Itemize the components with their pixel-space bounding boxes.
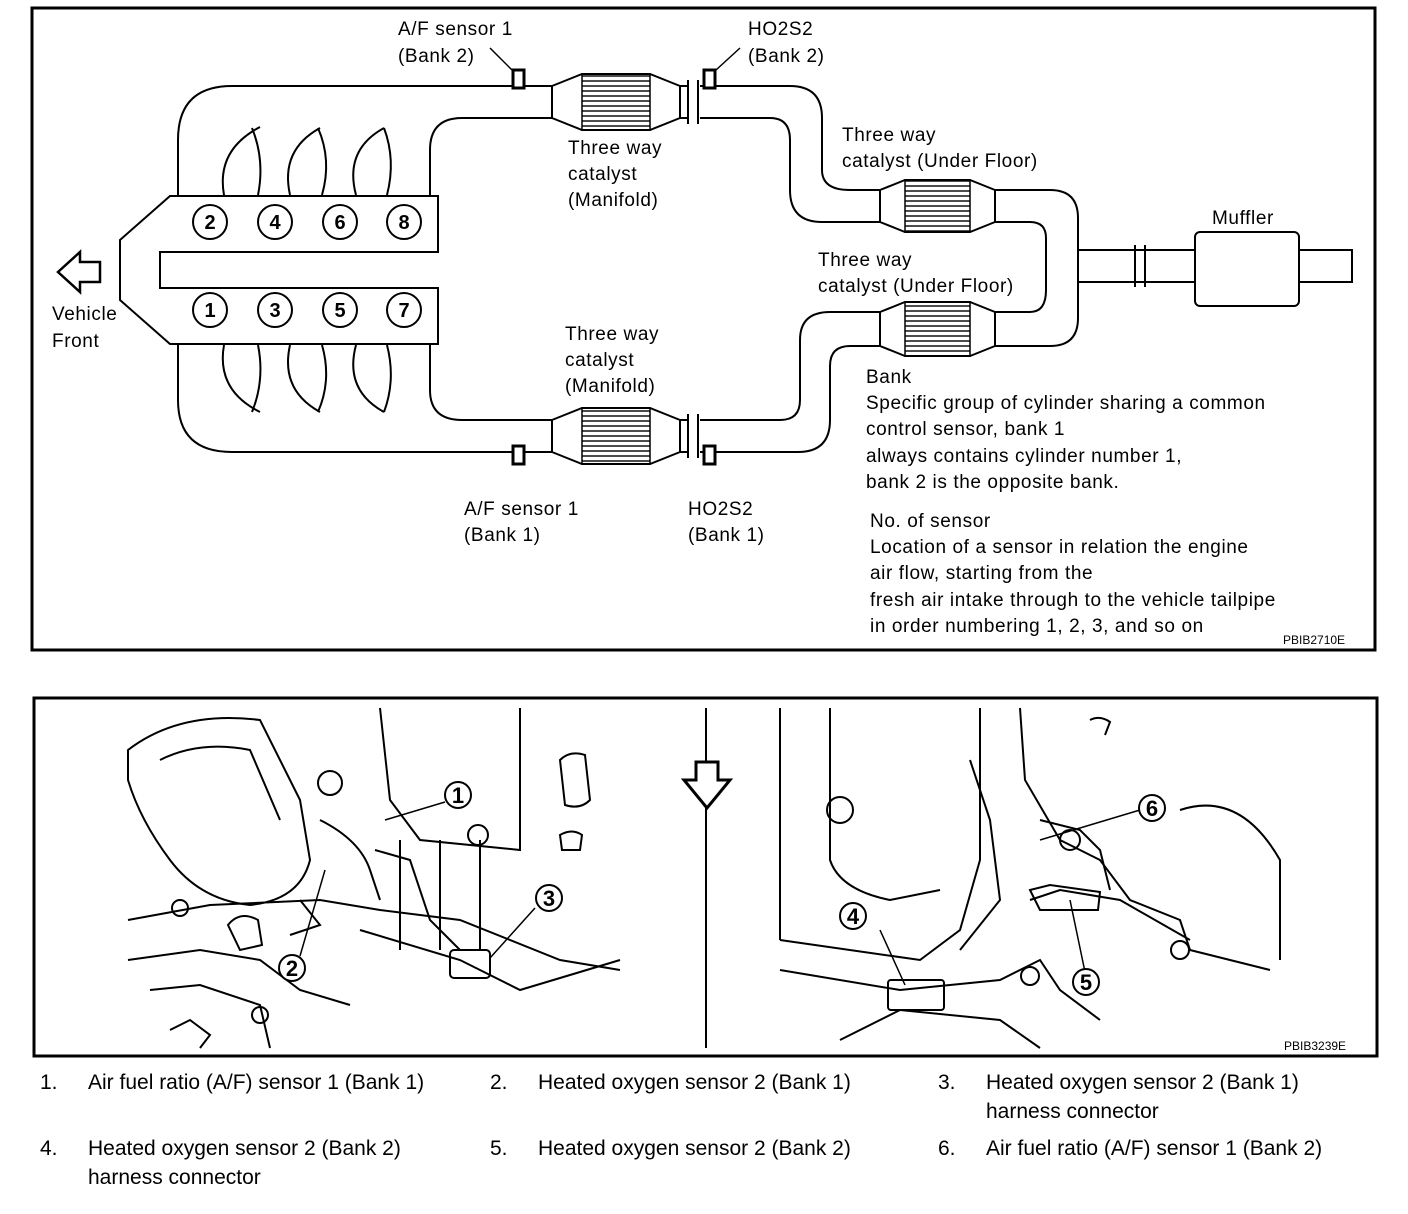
ho2s2-bank1-marker: [702, 444, 717, 466]
callout-1: 1: [444, 781, 472, 809]
cylinder-circle: [322, 292, 358, 328]
legend-number: 1.: [40, 1071, 58, 1094]
callout-3: 3: [535, 884, 563, 912]
bank-note-line: control sensor, bank 1: [866, 419, 1065, 440]
cylinder-circle: [192, 292, 228, 328]
cylinder-number: 2: [204, 212, 215, 234]
twc-manifold-bottom-label-2: catalyst: [565, 350, 634, 371]
left-panel-sketch: [127, 707, 621, 1049]
af-sensor-bank2-label: A/F sensor 1: [398, 19, 513, 40]
ho2s2-bank2-label-2: (Bank 2): [748, 46, 825, 67]
af-sensor-bank2-marker: [511, 68, 526, 90]
callout-6: 6: [1138, 794, 1166, 822]
callout-label: 5: [1080, 970, 1092, 995]
legend-number: 3.: [938, 1071, 956, 1094]
legend-text: Air fuel ratio (A/F) sensor 1 (Bank 2): [986, 1137, 1323, 1160]
vehicle-front-arrow: [56, 249, 102, 295]
bank1-outer-pipe: [177, 345, 688, 453]
cylinder-circle: [386, 292, 422, 328]
vehicle-front-down-arrow: [680, 760, 734, 811]
cylinder-number: 7: [398, 300, 409, 322]
muffler-box: [1194, 231, 1300, 307]
cylinder-circle: [257, 204, 293, 240]
sensor-note-line: in order numbering 1, 2, 3, and so on: [870, 616, 1204, 637]
catalyst-manifold-bank2: [551, 73, 681, 131]
sensor-location-illustration: 1 2 3 4 5 6 PBIB3239E: [32, 696, 1379, 1058]
af-sensor-bank1-marker: [511, 444, 526, 466]
twc-manifold-bottom-label-1: Three way: [565, 324, 659, 345]
twc-manifold-top-label-1: Three way: [568, 138, 662, 159]
callout-label: 1: [452, 783, 464, 808]
catalyst-underfloor-top: [879, 179, 996, 233]
right-panel-sketch: [779, 707, 1281, 1049]
twc-underfloor-bottom-label-1: Three way: [818, 250, 912, 271]
legend-number: 4.: [40, 1137, 58, 1160]
exhaust-layout-diagram: 2 4 6 8 1 3 5 7 A/F sensor 1 (Bank 2) HO2S2 (B…: [30, 6, 1377, 652]
twc-underfloor-top-label-2: catalyst (Under Floor): [842, 151, 1038, 172]
callout-4: 4: [839, 902, 867, 930]
bank-note-title: Bank: [866, 367, 912, 388]
bank-note-line: bank 2 is the opposite bank.: [866, 472, 1119, 493]
ho2s2-bank2-marker: [702, 68, 717, 90]
vehicle-front-label-2: Front: [52, 331, 99, 352]
sensor-note-line: Location of a sensor in relation the eng…: [870, 537, 1249, 558]
cylinders-bank1: 1 3 5 7: [192, 292, 422, 328]
cylinder-number: 5: [334, 300, 345, 322]
twc-manifold-top-label-2: catalyst: [568, 164, 637, 185]
twc-underfloor-top-label-1: Three way: [842, 125, 936, 146]
ho2s2-bank2-label: HO2S2: [748, 19, 813, 40]
cylinder-circle: [192, 204, 228, 240]
twc-manifold-bottom-label-3: (Manifold): [565, 376, 655, 397]
cylinder-number: 1: [204, 300, 215, 322]
af-sensor-bank1-label: A/F sensor 1: [464, 499, 579, 520]
twc-underfloor-bottom-label-2: catalyst (Under Floor): [818, 276, 1014, 297]
callout-2: 2: [278, 954, 306, 982]
ho2s2-bank1-label-2: (Bank 1): [688, 525, 765, 546]
vehicle-front-label-1: Vehicle: [52, 304, 117, 325]
bank-note-line: Specific group of cylinder sharing a com…: [866, 393, 1266, 414]
legend-text: Air fuel ratio (A/F) sensor 1 (Bank 1): [88, 1071, 425, 1094]
cylinder-number: 4: [269, 212, 281, 234]
catalyst-manifold-bank1: [551, 407, 681, 465]
legend-number: 6.: [938, 1137, 956, 1160]
legend-text: Heated oxygen sensor 2 (Bank 2): [538, 1137, 851, 1160]
cylinder-number: 6: [334, 212, 345, 234]
twc-manifold-top-label-3: (Manifold): [568, 190, 658, 211]
legend-number: 5.: [490, 1137, 508, 1160]
cylinder-circle: [257, 292, 293, 328]
callout-label: 4: [847, 904, 860, 929]
af-sensor-bank2-label-2: (Bank 2): [398, 46, 475, 67]
callout-label: 6: [1146, 796, 1158, 821]
cylinder-circle: [386, 204, 422, 240]
figure-code-bottom: PBIB3239E: [1284, 1039, 1346, 1053]
af-sensor-bank1-label-2: (Bank 1): [464, 525, 541, 546]
cylinder-number: 3: [269, 300, 280, 322]
catalyst-underfloor-bottom: [879, 301, 996, 357]
bank1-inner-pipe: [429, 345, 688, 421]
figure-code-top: PBIB2710E: [1283, 633, 1345, 647]
callout-5: 5: [1072, 968, 1100, 996]
sensor-note-line: air flow, starting from the: [870, 563, 1093, 584]
cylinder-circle: [322, 204, 358, 240]
cylinder-number: 8: [398, 212, 409, 234]
top-figure-frame: [30, 6, 1377, 652]
cylinders-bank2: 2 4 6 8: [192, 204, 422, 240]
sensor-note-title: No. of sensor: [870, 511, 991, 532]
callout-label: 3: [543, 886, 555, 911]
sensor-note-line: fresh air intake through to the vehicle …: [870, 590, 1276, 611]
legend-number: 2.: [490, 1071, 508, 1094]
bank-note-line: always contains cylinder number 1,: [866, 446, 1182, 467]
bottom-figure-frame: [32, 696, 1379, 1058]
ho2s2-bank1-label: HO2S2: [688, 499, 753, 520]
legend-text: Heated oxygen sensor 2 (Bank 2) harness …: [88, 1137, 401, 1189]
bank2-inner-pipe: [429, 117, 688, 195]
muffler-label: Muffler: [1212, 208, 1274, 229]
legend-text: Heated oxygen sensor 2 (Bank 1): [538, 1071, 851, 1094]
bank2-outer-pipe: [177, 85, 688, 195]
callout-label: 2: [286, 956, 298, 981]
legend-text: Heated oxygen sensor 2 (Bank 1) harness …: [986, 1071, 1299, 1123]
